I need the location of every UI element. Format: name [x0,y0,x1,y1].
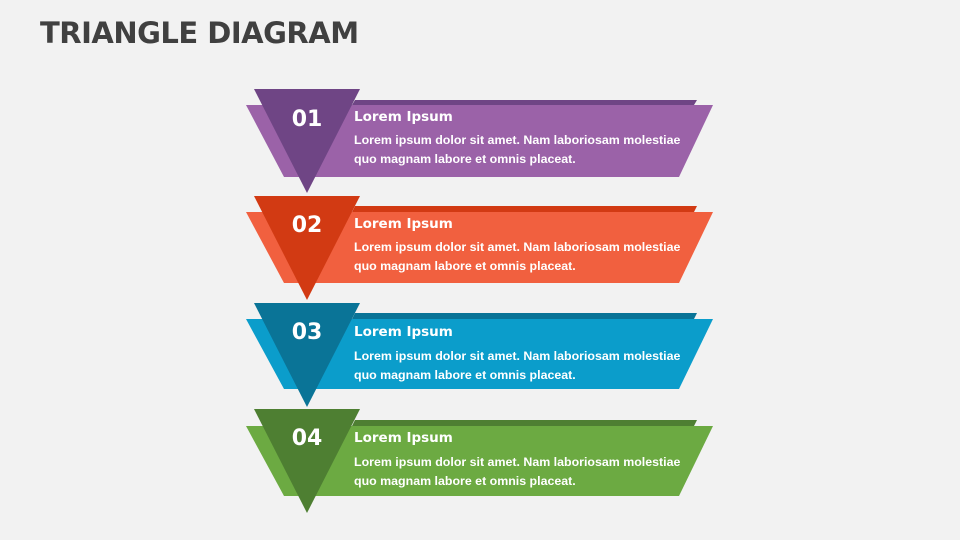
diagram-step-1: 01 Lorem Ipsum Lorem ipsum dolor sit ame… [0,89,960,199]
step-number: 01 [291,107,323,132]
step-number: 04 [291,426,323,451]
step-shape [246,196,713,300]
band-shape [246,426,713,496]
step-description: Lorem ipsum dolor sit amet. Nam laborios… [354,455,681,488]
step-heading: Lorem Ipsum [354,324,453,340]
step-number: 03 [291,320,323,345]
band-shadow-strip [352,420,697,426]
step-heading: Lorem Ipsum [354,109,453,125]
diagram-step-4: 04 Lorem Ipsum Lorem ipsum dolor sit ame… [0,409,960,519]
band-shadow-strip [352,313,697,319]
step-number: 02 [291,213,323,238]
band-shadow-strip [352,100,697,105]
diagram-step-2: 02 Lorem Ipsum Lorem ipsum dolor sit ame… [0,196,960,306]
band-shape [246,105,713,177]
triangle-icon [254,409,360,513]
diagram-step-3: 03 Lorem Ipsum Lorem ipsum dolor sit ame… [0,303,960,413]
step-heading: Lorem Ipsum [354,216,453,232]
band-shadow-strip [352,206,697,212]
step-shape [246,303,713,407]
page-title: TRIANGLE DIAGRAM [40,16,359,50]
band-shape [246,212,713,283]
band-shape [246,319,713,389]
step-description: Lorem ipsum dolor sit amet. Nam laborios… [354,349,681,382]
triangle-icon [254,303,360,407]
step-shape [246,89,713,193]
step-shape [246,409,713,513]
step-heading: Lorem Ipsum [354,430,453,446]
step-description: Lorem ipsum dolor sit amet. Nam laborios… [354,240,681,273]
triangle-icon [254,196,360,300]
step-description: Lorem ipsum dolor sit amet. Nam laborios… [354,133,681,166]
triangle-icon [254,89,360,193]
